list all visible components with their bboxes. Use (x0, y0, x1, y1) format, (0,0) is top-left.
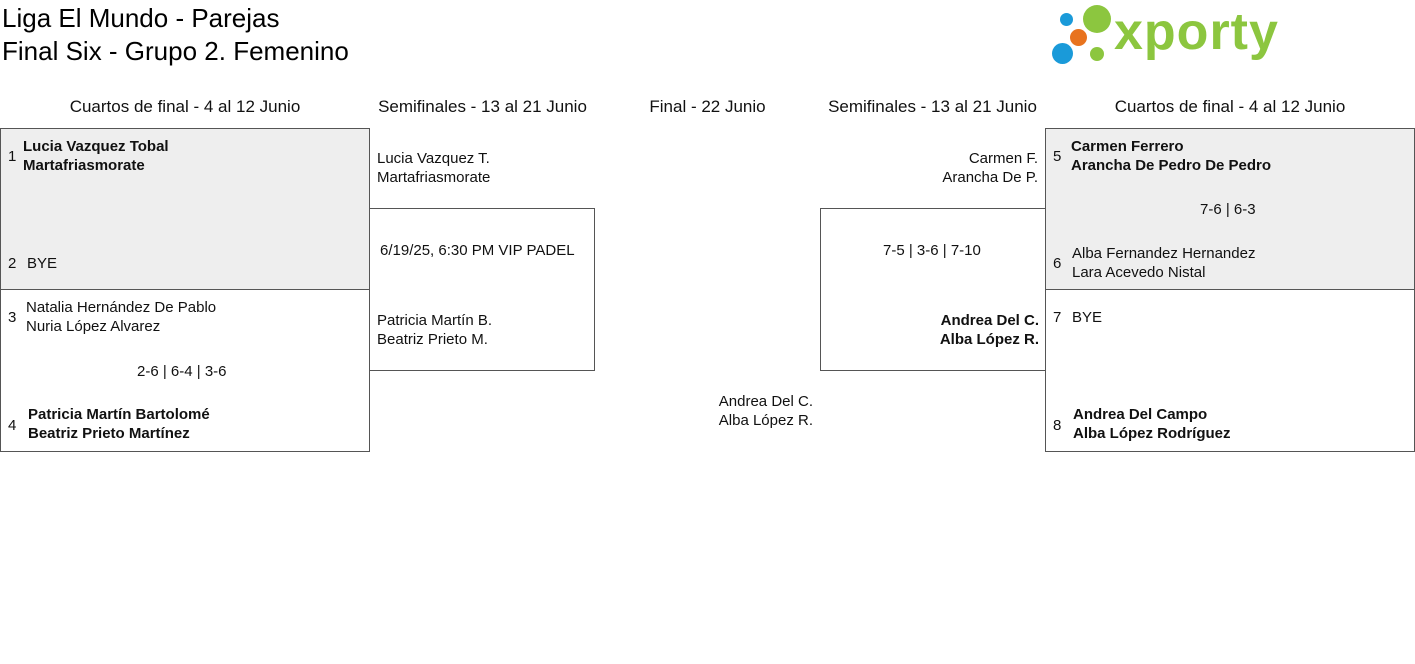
column-header-sf-left: Semifinales - 13 al 21 Junio (378, 97, 587, 116)
player-name: Martafriasmorate (23, 157, 145, 174)
sf-right-team-a[interactable]: Carmen F. Arancha De P. (878, 149, 1038, 187)
match-box-qf4[interactable]: 7 BYE 8 Andrea Del Campo Alba López Rodr… (1045, 289, 1415, 452)
player-name: Lucia Vazquez T. (377, 150, 490, 167)
player-name: Lara Acevedo Nistal (1072, 264, 1206, 281)
logo-dot-blue-large-icon (1052, 43, 1073, 64)
match-box-sf-left[interactable]: 6/19/25, 6:30 PM VIP PADEL Patricia Mart… (369, 208, 595, 371)
player-name: Andrea Del C. (940, 312, 1039, 329)
match-box-qf1[interactable]: 1 Lucia Vazquez Tobal Martafriasmorate 2… (0, 128, 370, 290)
seed-number: 8 (1053, 417, 1062, 434)
player-name: Alba López R. (718, 412, 813, 429)
player-name: Natalia Hernández De Pablo (26, 299, 217, 316)
seed-number: 5 (1053, 148, 1062, 165)
match-box-qf3[interactable]: 5 Carmen Ferrero Arancha De Pedro De Ped… (1045, 128, 1415, 290)
match-box-qf2[interactable]: 3 Natalia Hernández De Pablo Nuria López… (0, 289, 370, 452)
player-name: Arancha De Pedro De Pedro (1071, 157, 1272, 174)
team-entry-bye: BYE (1072, 308, 1102, 327)
player-name: Patricia Martín B. (377, 312, 493, 329)
column-header-final: Final - 22 Junio (649, 97, 766, 116)
bracket-page: Liga El Mundo - Parejas Final Six - Grup… (0, 3, 1415, 452)
logo-text: xporty (1114, 3, 1279, 61)
player-name: Nuria López Alvarez (26, 318, 161, 335)
player-name: Arancha De P. (942, 169, 1038, 186)
logo-dot-orange-icon (1070, 29, 1087, 46)
player-name: BYE (27, 255, 58, 272)
team-entry[interactable]: Lucia Vazquez Tobal Martafriasmorate (23, 137, 169, 175)
sf-left-team-b[interactable]: Patricia Martín B. Beatriz Prieto M. (377, 311, 492, 349)
seed-number: 7 (1053, 309, 1062, 326)
player-name: BYE (1072, 309, 1103, 326)
player-name: Alba López R. (939, 331, 1039, 348)
sf-left-team-a[interactable]: Lucia Vazquez T. Martafriasmorate (377, 149, 490, 187)
sf-right-team-b[interactable]: Andrea Del C. Alba López R. (879, 311, 1039, 349)
seed-number: 2 (8, 255, 17, 272)
team-entry[interactable]: Andrea Del Campo Alba López Rodríguez (1073, 405, 1231, 443)
team-entry[interactable]: Alba Fernandez Hernandez Lara Acevedo Ni… (1072, 244, 1255, 282)
player-name: Beatriz Prieto M. (377, 331, 488, 348)
seed-number: 4 (8, 417, 17, 434)
match-score: 2-6 | 6-4 | 3-6 (137, 363, 227, 380)
player-name: Alba Fernandez Hernandez (1072, 245, 1256, 262)
player-name: Andrea Del C. (718, 393, 813, 410)
player-name: Martafriasmorate (377, 169, 491, 186)
xporty-logo[interactable]: xporty (1050, 3, 1280, 69)
player-name: Beatriz Prieto Martínez (28, 425, 190, 442)
page-title: Liga El Mundo - Parejas (2, 3, 280, 33)
player-name: Carmen F. (968, 150, 1038, 167)
team-entry[interactable]: Natalia Hernández De Pablo Nuria López A… (26, 298, 216, 336)
column-header-qf-right: Cuartos de final - 4 al 12 Junio (1114, 97, 1346, 116)
player-name: Carmen Ferrero (1071, 138, 1184, 155)
match-box-sf-right[interactable]: 7-5 | 3-6 | 7-10 Andrea Del C. Alba Lópe… (820, 208, 1046, 371)
logo-dot-green-icon (1083, 5, 1111, 33)
logo-dot-green-small-icon (1090, 47, 1104, 61)
match-schedule: 6/19/25, 6:30 PM VIP PADEL (380, 242, 575, 259)
match-score: 7-5 | 3-6 | 7-10 (883, 242, 981, 259)
player-name: Alba López Rodríguez (1073, 425, 1231, 442)
team-entry[interactable]: Patricia Martín Bartolomé Beatriz Prieto… (28, 405, 210, 443)
player-name: Lucia Vazquez Tobal (23, 138, 169, 155)
seed-number: 1 (8, 148, 17, 165)
column-header-qf-left: Cuartos de final - 4 al 12 Junio (69, 97, 301, 116)
page-subtitle: Final Six - Grupo 2. Femenino (2, 36, 349, 66)
team-entry-bye: BYE (27, 254, 57, 273)
team-entry[interactable]: Carmen Ferrero Arancha De Pedro De Pedro (1071, 137, 1271, 175)
match-score: 7-6 | 6-3 (1200, 201, 1256, 218)
seed-number: 3 (8, 309, 17, 326)
column-header-sf-right: Semifinales - 13 al 21 Junio (828, 97, 1037, 116)
logo-dot-blue-icon (1060, 13, 1073, 26)
final-winner-team[interactable]: Andrea Del C. Alba López R. (693, 392, 813, 430)
player-name: Patricia Martín Bartolomé (28, 406, 210, 423)
seed-number: 6 (1053, 255, 1062, 272)
player-name: Andrea Del Campo (1073, 406, 1208, 423)
